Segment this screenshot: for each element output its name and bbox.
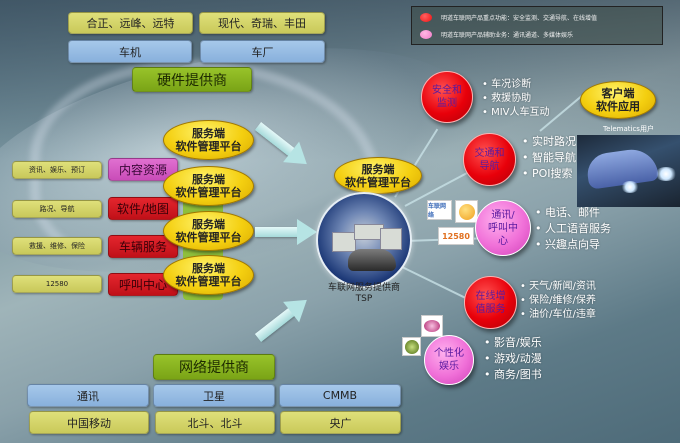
network-carrier-box: 央广 xyxy=(280,411,401,434)
service-name: 在线增 xyxy=(475,290,506,302)
service-bullets-safety: 车况诊断 救援协助 MIV人车互动 xyxy=(482,78,550,120)
tsp-label-line1: 车联网服务提供商 xyxy=(327,283,400,293)
oval-line1: 客户端 xyxy=(601,87,635,100)
hardware-provider-title: 硬件提供商 xyxy=(132,67,252,92)
tsp-label-line2: TSP xyxy=(355,294,373,304)
network-category-box: CMMB xyxy=(279,384,401,407)
bullet-item: 人工语音服务 xyxy=(535,221,611,237)
service-name: 娱乐 xyxy=(439,361,459,372)
bullet-item: 保险/维修/保养 xyxy=(520,294,596,308)
bullet-item: MIV人车互动 xyxy=(482,106,549,120)
service-bullets-value-added: 天气/新闻/资讯 保险/维修/保养 油价/车位/违章 xyxy=(520,280,596,322)
service-circle-navigation: 交通和导航 xyxy=(463,133,516,186)
legend-item-core: 明道车联网产品重点功能：安全监测、交通导航、在线增值 xyxy=(420,13,597,22)
arrow-right-up-icon xyxy=(253,289,315,345)
client-app-oval: 客户端 软件应用 xyxy=(580,81,656,119)
oval-line2: 软件管理平台 xyxy=(175,140,242,153)
bullet-item: 电话、邮件 xyxy=(535,205,611,221)
bullet-item: 实时路况 xyxy=(522,134,576,150)
oval-line2: 软件管理平台 xyxy=(345,175,411,189)
service-name: 呼叫中 xyxy=(488,222,518,234)
hardware-category-box: 车机 xyxy=(68,40,192,63)
service-name: 通讯/ xyxy=(491,209,515,221)
arrow-right-icon xyxy=(255,219,317,245)
oval-line2: 软件管理平台 xyxy=(175,186,242,199)
server-platform-oval: 服务端 软件管理平台 xyxy=(163,120,254,160)
red-dot-icon xyxy=(420,13,432,22)
oval-line1: 服务端 xyxy=(192,173,225,186)
bullet-item: 兴趣点向导 xyxy=(535,237,611,253)
bullet-item: 天气/新闻/资讯 xyxy=(520,280,596,294)
hardware-brand-box: 合正、远峰、远特 xyxy=(68,12,193,34)
service-circle-safety: 安全和监测 xyxy=(421,71,473,123)
bullet-item: 智能导航 xyxy=(522,150,576,166)
hardware-brand-box: 现代、奇瑞、丰田 xyxy=(199,12,325,34)
server-platform-oval: 服务端 软件管理平台 xyxy=(163,166,254,206)
oval-line2: 软件管理平台 xyxy=(175,231,242,244)
legend-text: 明道车联网产品重点功能：安全监测、交通导航、在线增值 xyxy=(441,15,598,22)
service-name: 值服务 xyxy=(475,303,506,315)
vehicle-service-box: 车辆服务 xyxy=(108,235,178,258)
bullet-item: POI搜索 xyxy=(522,166,576,182)
service-bullets-navigation: 实时路况 智能导航 POI搜索 xyxy=(522,134,576,182)
service-name: 监测 xyxy=(437,98,457,109)
chinamobile-logo-icon: 车联网络 xyxy=(427,200,452,220)
oval-line1: 服务端 xyxy=(192,218,225,231)
oval-line1: 服务端 xyxy=(192,262,225,275)
12580-logo-icon: 12580 xyxy=(438,227,474,245)
content-detail-box: 资讯、娱乐、预订 xyxy=(12,161,102,179)
network-carrier-box: 北斗、北斗 xyxy=(155,411,275,434)
content-detail-box: 12580 xyxy=(12,275,102,293)
network-carrier-box: 中国移动 xyxy=(29,411,149,434)
game-logo-icon xyxy=(402,337,421,356)
service-bullets-communication: 电话、邮件 人工语音服务 兴趣点向导 xyxy=(535,205,611,253)
service-name: 导航 xyxy=(479,160,500,172)
telematics-car-photo xyxy=(577,135,680,207)
service-name: 心 xyxy=(498,235,508,247)
network-category-box: 卫星 xyxy=(153,384,275,407)
bullet-item: 救援协助 xyxy=(482,92,550,106)
legend-item-aux: 明道车联网产品辅助业务：通讯通道、多媒体娱乐 xyxy=(420,30,573,39)
service-circle-value-added: 在线增值服务 xyxy=(464,276,517,329)
hardware-category-box: 车厂 xyxy=(200,40,325,63)
legend-text: 明道车联网产品辅助业务：通讯通道、多媒体娱乐 xyxy=(441,32,574,39)
bullet-item: 游戏/动漫 xyxy=(484,351,542,367)
tsp-platform-oval: 服务端 软件管理平台 xyxy=(334,157,422,194)
bullet-item: 油价/车位/违章 xyxy=(520,308,596,322)
content-detail-box: 救援、维修、保险 xyxy=(12,237,102,255)
oval-line1: 服务端 xyxy=(192,127,225,140)
service-name: 个性化 xyxy=(434,348,464,359)
software-map-box: 软件/地图 xyxy=(108,197,178,220)
content-resource-box: 内容资源 xyxy=(108,158,178,181)
pink-dot-icon xyxy=(420,30,432,39)
legend: 明道车联网产品重点功能：安全监测、交通导航、在线增值 明道车联网产品辅助业务：通… xyxy=(411,6,663,45)
bullet-item: 车况诊断 xyxy=(482,78,550,92)
service-circle-entertainment: 个性化娱乐 xyxy=(424,335,474,385)
content-detail-box: 路况、导航 xyxy=(12,200,102,218)
service-circle-communication: 通讯/呼叫中心 xyxy=(475,200,531,256)
call-center-box: 呼叫中心 xyxy=(108,273,178,296)
qq-logo-icon xyxy=(455,200,478,223)
tsp-hub-image xyxy=(316,192,412,288)
network-provider-title: 网络提供商 xyxy=(153,354,275,380)
service-name: 交通和 xyxy=(474,147,505,159)
server-platform-oval: 服务端 软件管理平台 xyxy=(163,211,254,251)
oval-line1: 服务端 xyxy=(361,162,395,176)
bullet-item: 商务/图书 xyxy=(484,367,542,383)
network-category-box: 通讯 xyxy=(27,384,149,407)
oval-line2: 软件管理平台 xyxy=(175,275,242,288)
music-logo-icon xyxy=(421,315,443,337)
service-bullets-entertainment: 影音/娱乐 游戏/动漫 商务/图书 xyxy=(484,335,542,383)
service-name: 安全和 xyxy=(432,85,462,96)
telematics-user-label: Telematics用户 xyxy=(603,125,654,133)
oval-line2: 软件应用 xyxy=(596,100,640,113)
bullet-item: 影音/娱乐 xyxy=(484,335,542,351)
tsp-label: 车联网服务提供商 TSP xyxy=(312,283,416,305)
server-platform-oval: 服务端 软件管理平台 xyxy=(163,255,254,295)
